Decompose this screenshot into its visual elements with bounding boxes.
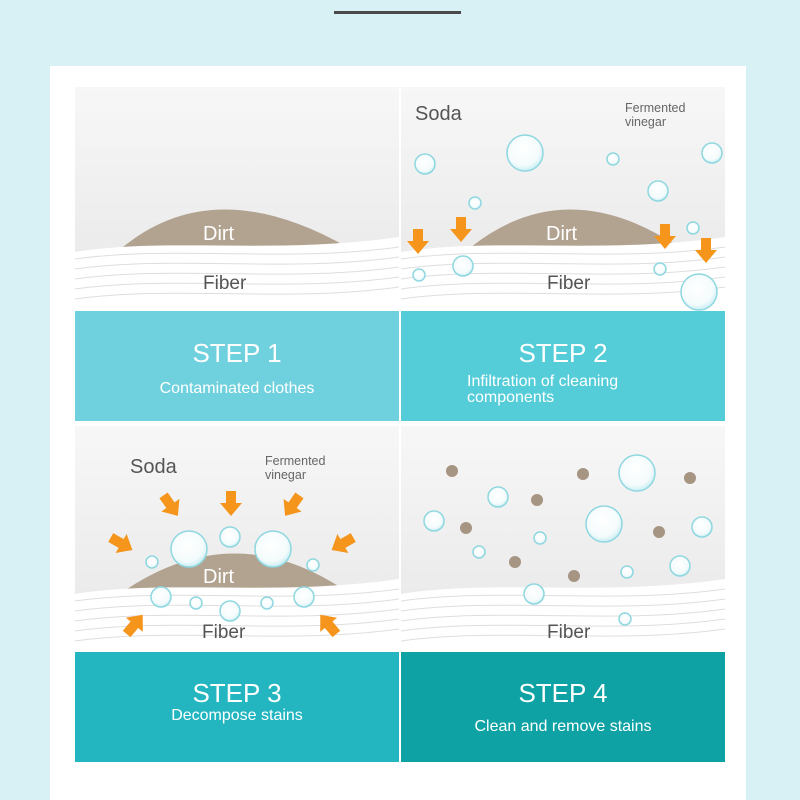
- step1-band: STEP 1 Contaminated clothes: [75, 311, 399, 421]
- fiber-label: Fiber: [202, 622, 246, 643]
- step4-band: STEP 4 Clean and remove stains: [401, 652, 725, 762]
- vinegar-label-line2: vinegar: [265, 468, 306, 482]
- step3-band: STEP 3 Decompose stains: [75, 652, 399, 762]
- vinegar-label-line1: Fermented: [265, 454, 326, 468]
- step1-desc: Contaminated clothes: [159, 380, 315, 397]
- step2-band: STEP 2 Infiltration of cleaning componen…: [401, 311, 725, 421]
- step4-illustration: Fiber: [401, 426, 725, 650]
- dirt-label: Dirt: [203, 223, 235, 245]
- step2-illustration: Soda Fermented vinegar Dirt Fiber: [401, 87, 725, 311]
- dirt-label: Dirt: [203, 566, 235, 588]
- step3-desc: Decompose stains: [171, 707, 303, 724]
- dirt-label: Dirt: [546, 223, 578, 245]
- top-divider: [334, 11, 461, 14]
- step2-desc-line2: components: [467, 389, 555, 406]
- soda-label: Soda: [130, 456, 177, 478]
- step1-illustration: Dirt Fiber: [75, 87, 399, 311]
- step4-title: STEP 4: [518, 678, 608, 708]
- step2-desc-line1: Infiltration of cleaning: [467, 373, 619, 390]
- vinegar-label-line2: vinegar: [625, 115, 666, 129]
- step1-title: STEP 1: [192, 338, 282, 368]
- step3-title: STEP 3: [192, 678, 282, 708]
- fiber-label: Fiber: [547, 622, 591, 643]
- step2-title: STEP 2: [518, 338, 608, 368]
- step4-desc: Clean and remove stains: [474, 718, 652, 735]
- step3-illustration: Soda Fermented vinegar Dirt Fiber: [75, 426, 399, 650]
- fiber-label: Fiber: [203, 273, 247, 294]
- steps-card: Dirt Fiber STEP 1 Contaminated clothes: [50, 66, 746, 800]
- dirt-shape: [123, 209, 347, 247]
- vinegar-label-line1: Fermented: [625, 101, 686, 115]
- fiber-label: Fiber: [547, 273, 591, 294]
- soda-label: Soda: [415, 103, 462, 125]
